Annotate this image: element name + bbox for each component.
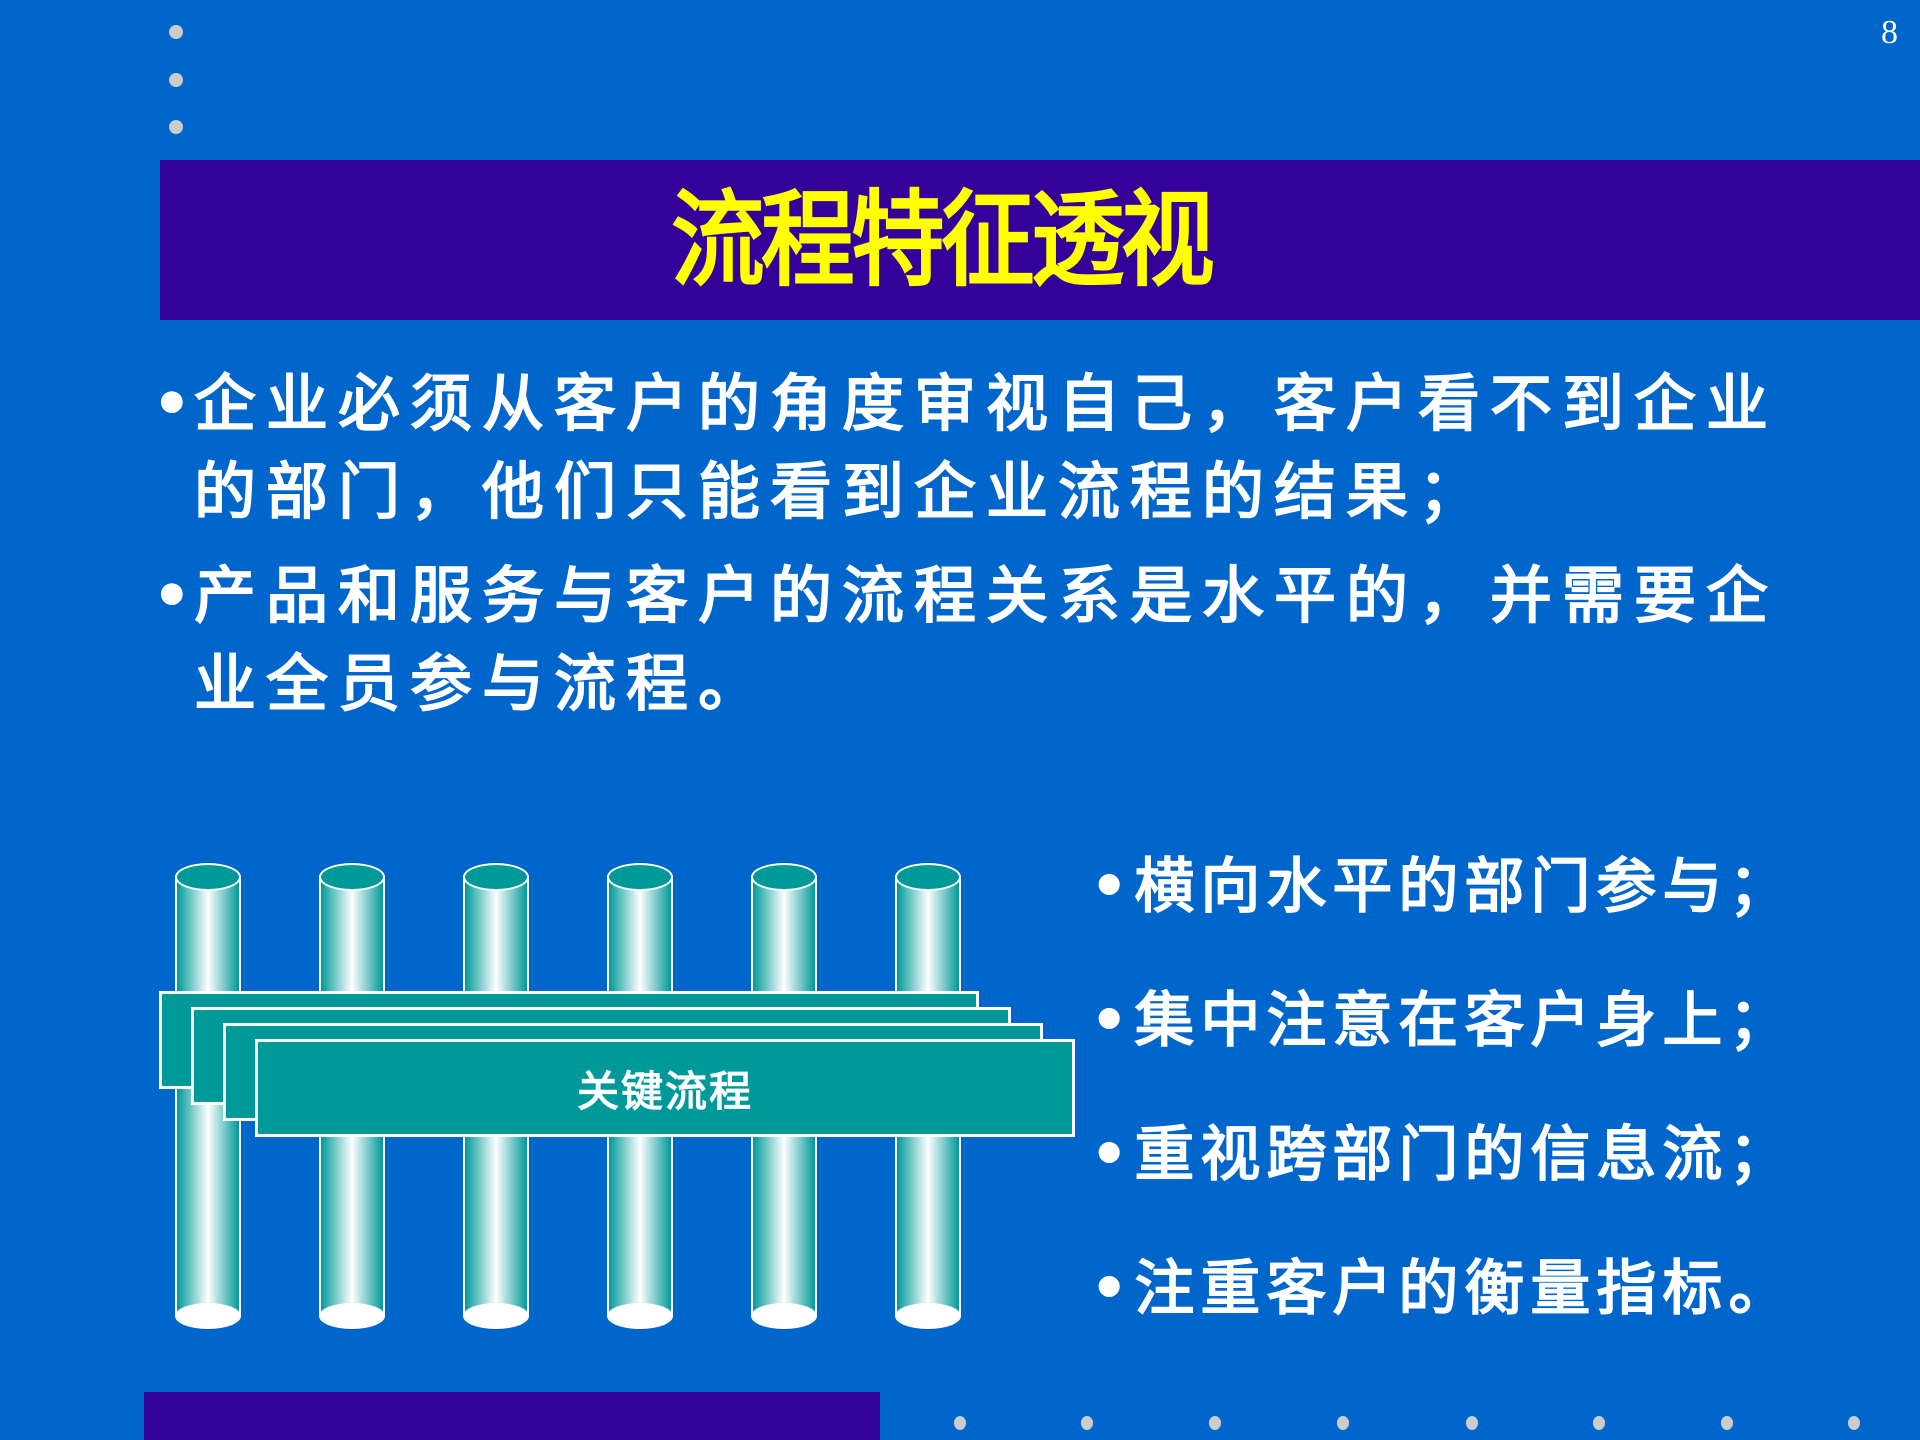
decorative-dot xyxy=(169,120,183,134)
pillar-top xyxy=(319,863,385,891)
bullet-text: 产品和服务与客户的流程关系是水平的，并需要企业全员参与流程。 xyxy=(194,559,1779,720)
pillar-top xyxy=(607,863,673,891)
decorative-dot xyxy=(1209,1416,1221,1430)
bullet-mark: • xyxy=(152,367,202,440)
slide-title: 流程特征透视 xyxy=(670,179,1215,301)
bullet-text: 企业必须从客户的角度审视自己，客户看不到企业的部门，他们只能看到企业流程的结果； xyxy=(194,367,1779,528)
pillar-base xyxy=(463,1303,529,1329)
footer-band xyxy=(144,1392,880,1440)
decorative-dot xyxy=(1593,1416,1605,1430)
decorative-dot xyxy=(169,73,183,87)
characteristics-list: •横向水平的部门参与； •集中注意在客户身上； •重视跨部门的信息流； •注重客… xyxy=(1090,820,1910,1356)
decorative-dot xyxy=(1337,1416,1349,1430)
bullet-item: • 企业必须从客户的角度审视自己，客户看不到企业的部门，他们只能看到企业流程的结… xyxy=(148,360,1788,536)
decorative-dot xyxy=(954,1416,966,1430)
characteristic-item: •集中注意在客户身上； xyxy=(1090,986,1795,1056)
pillar-top xyxy=(751,863,817,891)
page-number: 8 xyxy=(1881,14,1898,51)
pillar-top xyxy=(895,863,961,891)
bullet-item: • 产品和服务与客户的流程关系是水平的，并需要企业全员参与流程。 xyxy=(148,552,1788,728)
pillar-base xyxy=(175,1303,241,1329)
pillar-top xyxy=(175,863,241,891)
process-diagram: 关键流程 xyxy=(159,863,1075,1329)
bullet-list: • 企业必须从客户的角度审视自己，客户看不到企业的部门，他们只能看到企业流程的结… xyxy=(148,360,1788,744)
pillar-base xyxy=(319,1303,385,1329)
characteristic-item: •横向水平的部门参与； xyxy=(1090,852,1795,922)
decorative-dot xyxy=(1848,1416,1860,1430)
department-pillar xyxy=(319,863,385,1329)
pillar-base xyxy=(895,1303,961,1329)
pillar-base xyxy=(607,1303,673,1329)
characteristic-item: •重视跨部门的信息流； xyxy=(1090,1120,1795,1190)
pillar-top xyxy=(463,863,529,891)
characteristic-item: •注重客户的衡量指标。 xyxy=(1090,1254,1795,1324)
key-process-box: 关键流程 xyxy=(255,1039,1075,1137)
key-process-label: 关键流程 xyxy=(576,1066,753,1116)
decorative-dot xyxy=(169,25,183,39)
bullet-mark: • xyxy=(152,559,202,632)
decorative-dot xyxy=(1721,1416,1733,1430)
decorative-dot xyxy=(1081,1416,1093,1430)
title-band: 流程特征透视 xyxy=(160,160,1920,320)
decorative-dot xyxy=(1466,1416,1478,1430)
pillar-base xyxy=(751,1303,817,1329)
